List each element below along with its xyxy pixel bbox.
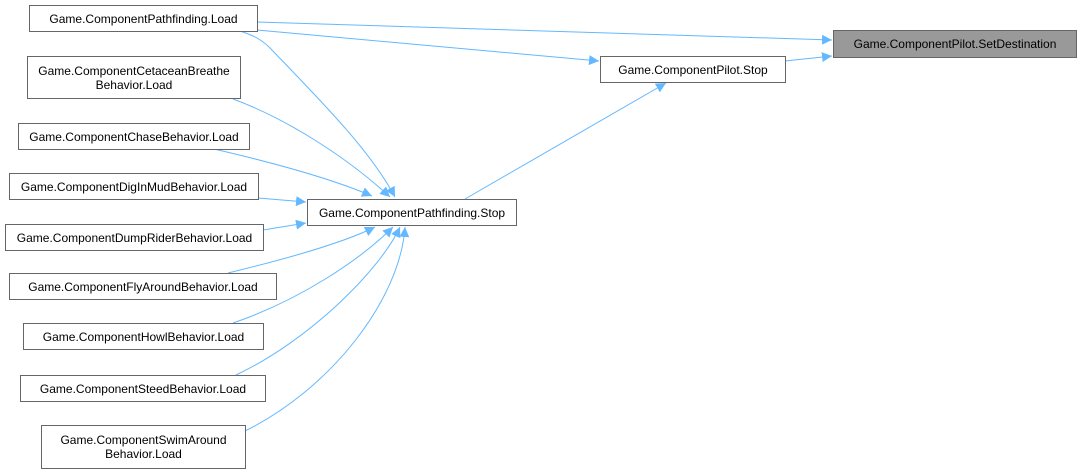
node-diginmud-load[interactable]: Game.ComponentDigInMudBehavior.Load xyxy=(9,173,259,200)
edge-pfstop-pilotstop xyxy=(464,82,667,200)
edge-pfload-pilotstop xyxy=(256,29,600,66)
node-pathfinding-load[interactable]: Game.ComponentPathfinding.Load xyxy=(29,5,258,32)
node-howl-load[interactable]: Game.ComponentHowlBehavior.Load xyxy=(23,323,264,350)
edge-diginmud-pfstop xyxy=(257,196,307,207)
node-steed-load[interactable]: Game.ComponentSteedBehavior.Load xyxy=(20,375,266,402)
node-pathfinding-stop[interactable]: Game.ComponentPathfinding.Stop xyxy=(307,199,517,226)
node-flyaround-load[interactable]: Game.ComponentFlyAroundBehavior.Load xyxy=(9,273,277,300)
node-cetacean-load[interactable]: Game.ComponentCetaceanBreathe Behavior.L… xyxy=(27,56,241,99)
node-dumprider-load[interactable]: Game.ComponentDumpRiderBehavior.Load xyxy=(5,224,264,251)
edge-howl-pfstop xyxy=(232,226,394,324)
node-set-destination: Game.ComponentPilot.SetDestination xyxy=(833,30,1077,58)
edge-chase-pfstop xyxy=(213,148,373,197)
edge-flyaround-pfstop xyxy=(227,226,376,274)
edge-steed-pfstop xyxy=(235,226,401,376)
edge-cetacean-pfstop xyxy=(232,98,391,198)
node-pilot-stop[interactable]: Game.ComponentPilot.Stop xyxy=(600,56,786,83)
edge-pfload-pfstop xyxy=(239,30,396,198)
node-swimaround-load[interactable]: Game.ComponentSwimAround Behavior.Load xyxy=(41,425,246,469)
edge-pfload-setdest xyxy=(256,21,833,45)
edge-pilotstop-setdest xyxy=(784,52,833,63)
edge-dumprider-pfstop xyxy=(262,219,307,231)
edge-swimaround-pfstop xyxy=(242,226,410,433)
node-chase-load[interactable]: Game.ComponentChaseBehavior.Load xyxy=(18,123,250,150)
